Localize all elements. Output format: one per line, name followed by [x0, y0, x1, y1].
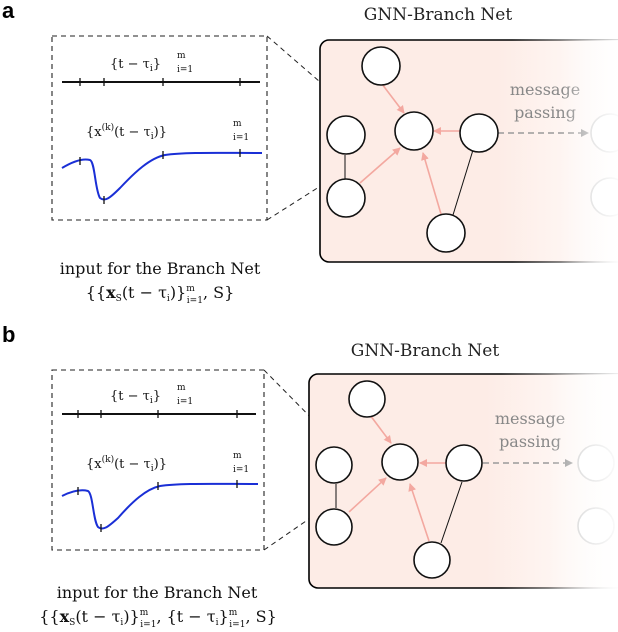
svg-text:m: m [177, 51, 186, 61]
panel-a-signal-label: {x(k)(t − τi)} m i=1 [86, 119, 249, 143]
panel-b-signal-ticks [77, 480, 238, 532]
panel-b-fade-overlay [548, 374, 618, 590]
panel-a-graph-box [319, 39, 618, 263]
svg-text:m: m [233, 451, 242, 461]
panel-b-signal-label: {x(k)(t − τi)} m i=1 [86, 451, 249, 475]
svg-text:i=1: i=1 [177, 65, 193, 75]
panel-a-fade-overlay [560, 40, 618, 264]
svg-text:i=1: i=1 [233, 465, 249, 475]
panel-a-net-title: GNN-Branch Net [364, 5, 513, 25]
panel-b-net-title: GNN-Branch Net [351, 341, 500, 361]
panel-a-signal-curve [61, 151, 263, 201]
panel-b-passing-label: passing [499, 432, 561, 451]
panel-b-caption-line1: input for the Branch Net [57, 583, 258, 602]
svg-text:m: m [233, 119, 242, 129]
svg-text:{x(k)(t − τi)}: {x(k)(t − τi)} [86, 454, 167, 474]
panel-b-time-label: {t − τi} m i=1 [110, 383, 193, 407]
panel-b-time-ticks [77, 410, 238, 418]
svg-text:i=1: i=1 [177, 397, 193, 407]
svg-text:i=1: i=1 [233, 133, 249, 143]
panel-a-input-box [51, 35, 268, 221]
panel-b: b GNN-Branch Net {t − τi} m i=1 {x(k)(t … [2, 322, 618, 630]
panel-a: a GNN-Branch Net {t − τi} m i=1 {x(k)(t … [2, 0, 618, 306]
panel-a-letter: a [2, 0, 15, 23]
panel-a-caption-line1: input for the Branch Net [60, 259, 261, 278]
svg-text:{t − τi}: {t − τi} [110, 57, 161, 74]
panel-b-signal-curve [61, 482, 259, 530]
svg-text:{x(k)(t − τi)}: {x(k)(t − τi)} [86, 122, 167, 142]
panel-a-time-ticks [79, 78, 241, 86]
svg-text:{t − τi}: {t − τi} [110, 389, 161, 406]
panel-b-input-box [51, 369, 265, 551]
panel-a-signal-ticks [79, 149, 241, 204]
panel-a-zoom-line-bottom [266, 179, 331, 221]
panel-a-time-label: {t − τi} m i=1 [110, 51, 193, 75]
panel-b-letter: b [2, 322, 15, 347]
svg-text:m: m [177, 383, 186, 393]
panel-b-message-label: message [495, 409, 565, 428]
